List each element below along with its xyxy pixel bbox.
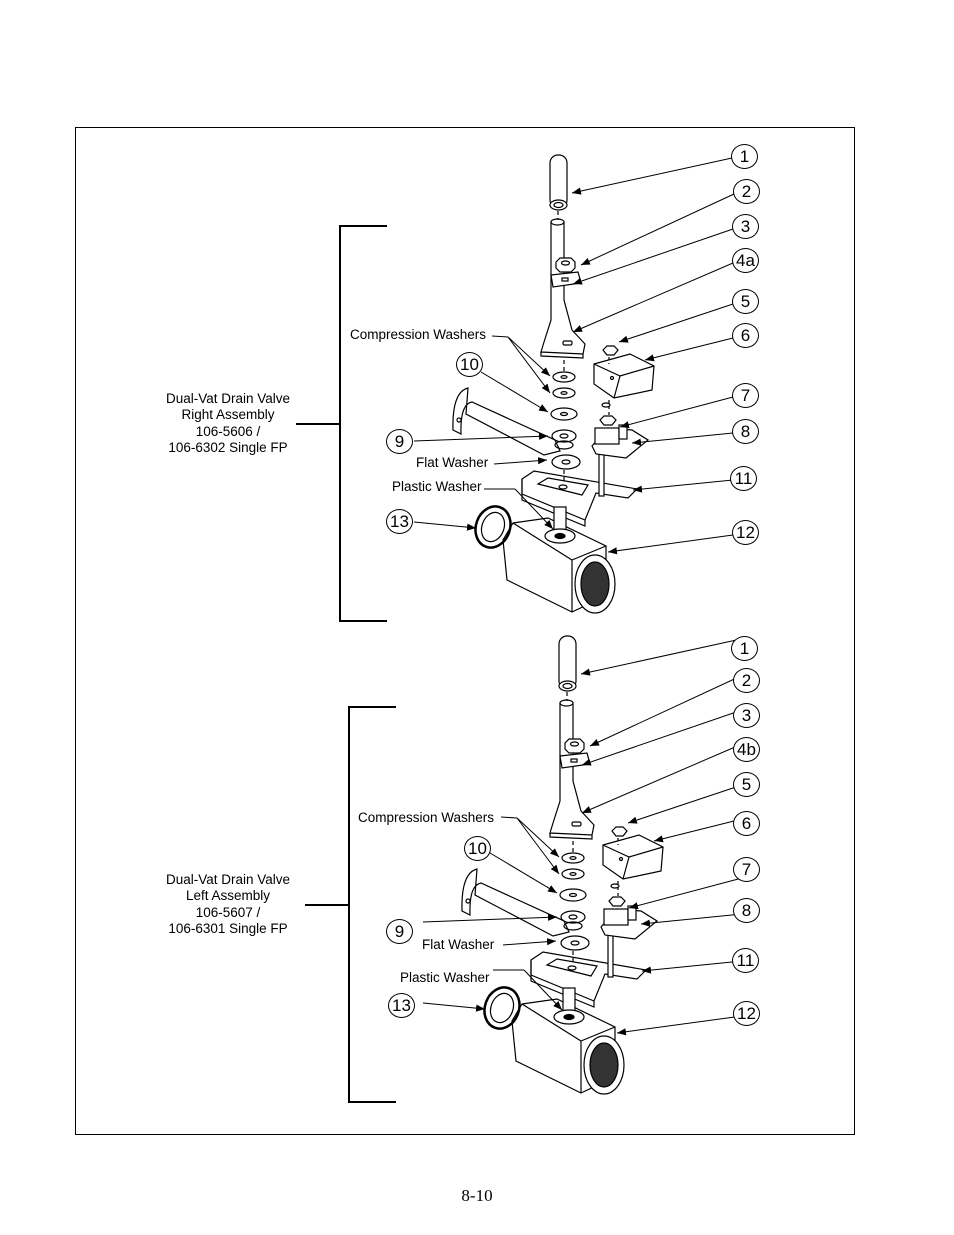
- callout-7: 7: [732, 383, 759, 408]
- assembly-right-title: Dual-Vat Drain Valve Right Assembly 106-…: [143, 391, 313, 456]
- assembly-left-title: Dual-Vat Drain Valve Left Assembly 106-5…: [143, 872, 313, 937]
- callout-8: 8: [732, 419, 759, 444]
- callout-4a: 4a: [732, 248, 759, 273]
- assembly-title-line: 106-6301 Single FP: [168, 920, 288, 936]
- callout-2: 2: [733, 179, 760, 204]
- callout-11: 11: [730, 466, 757, 491]
- page-number: 8-10: [461, 1186, 493, 1205]
- callout-12: 12: [733, 1001, 760, 1026]
- plastic-washer-label: Plastic Washer: [400, 970, 490, 985]
- callout-8: 8: [733, 898, 760, 923]
- callout-4b: 4b: [733, 737, 760, 762]
- figure-frame: [75, 127, 855, 1135]
- callout-1: 1: [731, 144, 758, 169]
- callout-9: 9: [386, 429, 413, 454]
- callout-11: 11: [732, 948, 759, 973]
- callout-6: 6: [732, 323, 759, 348]
- compression-washers-label: Compression Washers: [358, 810, 495, 825]
- callout-10: 10: [464, 836, 491, 861]
- assembly-title-line: Dual-Vat Drain Valve: [165, 872, 291, 887]
- callout-6: 6: [733, 811, 760, 836]
- callout-12: 12: [732, 520, 759, 545]
- callout-5: 5: [733, 772, 760, 797]
- flat-washer-label: Flat Washer: [416, 455, 489, 470]
- plastic-washer-label: Plastic Washer: [392, 479, 482, 494]
- assembly-title-line: 106-5607 /: [195, 904, 261, 920]
- assembly-left-drawing: [303, 634, 743, 1104]
- assembly-title-line: Dual-Vat Drain Valve: [165, 391, 291, 406]
- assembly-title-line: 106-6302 Single FP: [168, 439, 288, 455]
- compression-washers-label: Compression Washers: [350, 327, 487, 342]
- assembly-title-line: 106-5606 /: [195, 423, 261, 439]
- callout-3: 3: [732, 214, 759, 239]
- callout-3: 3: [733, 703, 760, 728]
- callout-13: 13: [386, 509, 413, 534]
- flat-washer-label: Flat Washer: [422, 937, 495, 952]
- callout-9: 9: [386, 919, 413, 944]
- assembly-title-line: Right Assembly: [181, 407, 275, 423]
- callout-10: 10: [456, 352, 483, 377]
- assembly-right-drawing: [294, 153, 734, 623]
- callout-5: 5: [732, 289, 759, 314]
- callout-13: 13: [388, 993, 415, 1018]
- callout-1: 1: [731, 636, 758, 661]
- callout-2: 2: [733, 668, 760, 693]
- assembly-title-line: Left Assembly: [185, 888, 271, 904]
- callout-7: 7: [733, 857, 760, 882]
